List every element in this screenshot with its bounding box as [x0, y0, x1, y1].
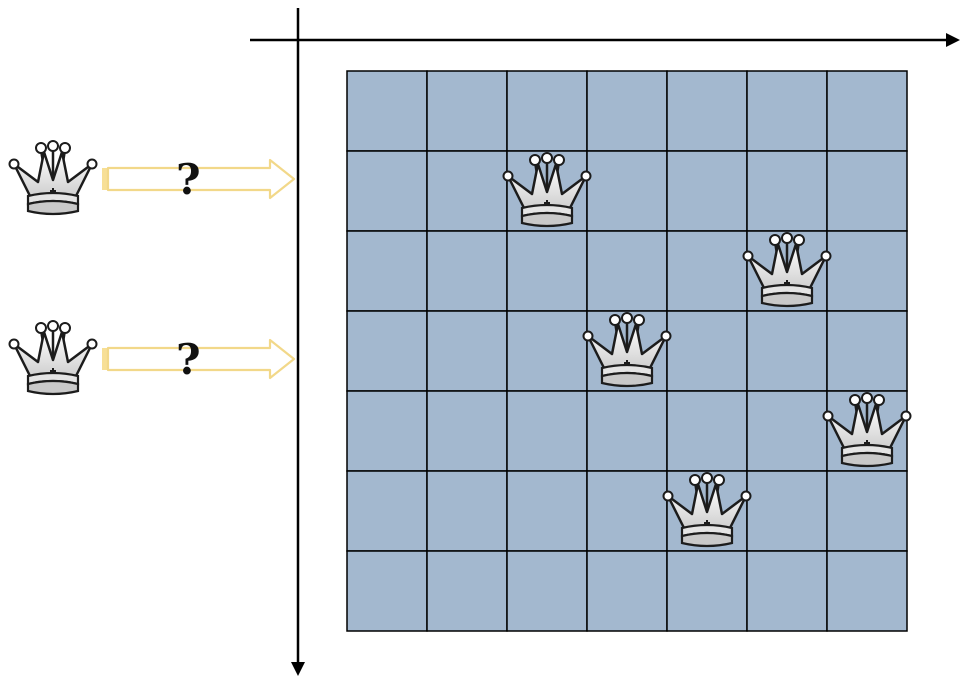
- board-square: [747, 391, 827, 471]
- pending-queen-row-2: ?: [10, 321, 295, 394]
- board-square: [667, 311, 747, 391]
- board-square: [827, 471, 907, 551]
- board-square: [667, 151, 747, 231]
- board-square: [667, 231, 747, 311]
- board-square: [587, 231, 667, 311]
- board-square: [347, 311, 427, 391]
- board-square: [507, 551, 587, 631]
- board-square: [667, 551, 747, 631]
- board-square: [827, 231, 907, 311]
- board-square: [347, 71, 427, 151]
- board-square: [587, 151, 667, 231]
- board-square: [587, 391, 667, 471]
- board-square: [347, 391, 427, 471]
- pending-queen-row-1: ?: [10, 141, 295, 214]
- board-square: [507, 391, 587, 471]
- board-square: [747, 311, 827, 391]
- board-square: [667, 391, 747, 471]
- board-square: [507, 71, 587, 151]
- board-square: [427, 551, 507, 631]
- queen-icon: [10, 141, 97, 214]
- x-axis-arrowhead-icon: [946, 33, 960, 47]
- board-square: [747, 551, 827, 631]
- board-square: [827, 551, 907, 631]
- board-square: [427, 391, 507, 471]
- board-square: [587, 471, 667, 551]
- board-square: [747, 151, 827, 231]
- y-axis-arrowhead-icon: [291, 662, 305, 676]
- board-square: [827, 151, 907, 231]
- board-square: [507, 231, 587, 311]
- board-square: [747, 471, 827, 551]
- board-square: [507, 311, 587, 391]
- board-square: [667, 71, 747, 151]
- board-square: [347, 151, 427, 231]
- board-square: [507, 471, 587, 551]
- unknown-position-mark: ?: [176, 155, 201, 204]
- board-square: [427, 311, 507, 391]
- board-square: [347, 471, 427, 551]
- unknown-position-mark: ?: [176, 335, 201, 384]
- board-square: [747, 71, 827, 151]
- board-square: [427, 231, 507, 311]
- board-square: [587, 71, 667, 151]
- board-square: [827, 311, 907, 391]
- board-square: [427, 471, 507, 551]
- board-square: [427, 151, 507, 231]
- pending-queens: ? ?: [10, 141, 295, 394]
- board-square: [587, 551, 667, 631]
- board-square: [827, 71, 907, 151]
- queen-icon: [10, 321, 97, 394]
- board-square: [427, 71, 507, 151]
- board-square: [347, 551, 427, 631]
- board-square: [347, 231, 427, 311]
